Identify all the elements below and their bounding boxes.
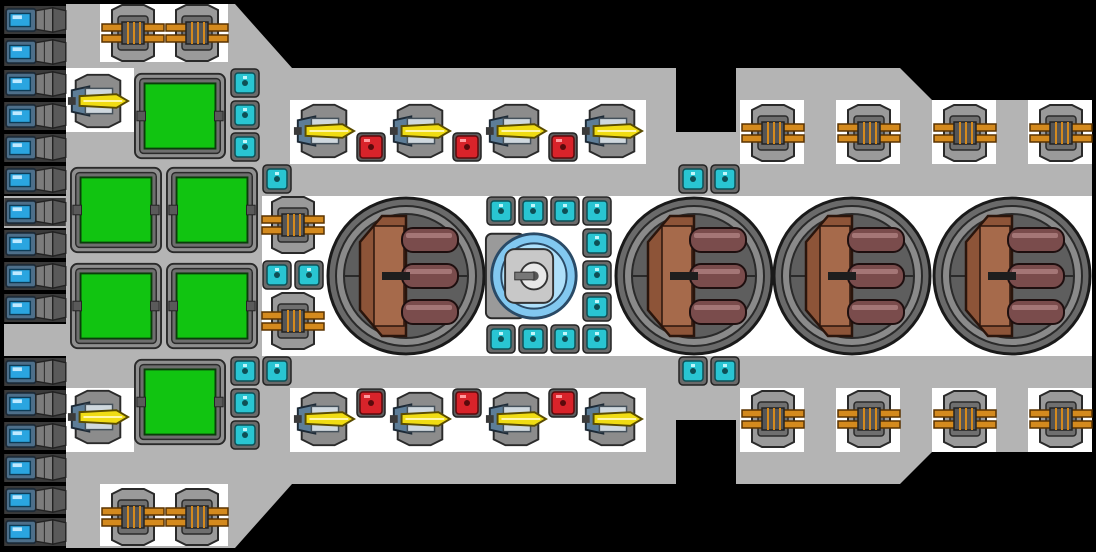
laser-cannon-icon: [580, 391, 644, 447]
battery-icon: [230, 132, 260, 162]
battery-icon: [230, 420, 260, 450]
railgun-icon: [933, 390, 997, 448]
battery-icon: [230, 100, 260, 130]
thruster-icon: [3, 166, 67, 194]
power-block-icon: [70, 262, 162, 350]
laser-cannon-icon: [292, 103, 356, 159]
conduit-icon: [452, 388, 482, 418]
reactor-core-icon: [484, 232, 578, 320]
railgun-icon: [165, 488, 229, 546]
thruster-icon: [3, 70, 67, 98]
battery-icon: [678, 356, 708, 386]
battery-icon: [582, 324, 612, 354]
laser-cannon-icon: [580, 103, 644, 159]
thruster-icon: [3, 454, 67, 482]
battery-icon: [582, 260, 612, 290]
laser-cannon-icon: [66, 73, 130, 129]
battery-icon: [230, 68, 260, 98]
battery-icon: [230, 388, 260, 418]
battery-icon: [294, 260, 324, 290]
laser-cannon-icon: [66, 389, 130, 445]
power-block-icon: [166, 166, 258, 254]
conduit-icon: [356, 388, 386, 418]
railgun-icon: [101, 4, 165, 62]
railgun-icon: [837, 104, 901, 162]
conduit-icon: [452, 132, 482, 162]
battery-icon: [486, 196, 516, 226]
triple-barrel-turret-icon: [614, 196, 774, 356]
battery-icon: [550, 324, 580, 354]
battery-icon: [518, 196, 548, 226]
battery-icon: [582, 196, 612, 226]
railgun-icon: [1029, 390, 1093, 448]
railgun-icon: [933, 104, 997, 162]
laser-cannon-icon: [292, 391, 356, 447]
thruster-icon: [3, 102, 67, 130]
thruster-icon: [3, 358, 67, 386]
triple-barrel-turret-icon: [326, 196, 486, 356]
laser-cannon-icon: [388, 103, 452, 159]
thruster-icon: [3, 134, 67, 162]
thruster-icon: [3, 262, 67, 290]
railgun-icon: [101, 488, 165, 546]
thruster-icon: [3, 230, 67, 258]
battery-icon: [262, 356, 292, 386]
battery-icon: [678, 164, 708, 194]
thruster-icon: [3, 6, 67, 34]
power-block-icon: [166, 262, 258, 350]
thruster-icon: [3, 38, 67, 66]
power-block-icon: [70, 166, 162, 254]
battery-icon: [262, 164, 292, 194]
power-block-icon: [134, 72, 226, 160]
railgun-icon: [837, 390, 901, 448]
battery-icon: [582, 228, 612, 258]
thruster-icon: [3, 390, 67, 418]
battery-icon: [230, 356, 260, 386]
conduit-icon: [548, 132, 578, 162]
railgun-icon: [1029, 104, 1093, 162]
triple-barrel-turret-icon: [932, 196, 1092, 356]
laser-cannon-icon: [484, 391, 548, 447]
battery-icon: [262, 260, 292, 290]
battery-icon: [582, 292, 612, 322]
thruster-icon: [3, 198, 67, 226]
thruster-icon: [3, 518, 67, 546]
conduit-icon: [548, 388, 578, 418]
conduit-icon: [356, 132, 386, 162]
battery-icon: [710, 356, 740, 386]
thruster-icon: [3, 294, 67, 322]
railgun-icon: [741, 390, 805, 448]
railgun-icon: [261, 196, 325, 254]
triple-barrel-turret-icon: [772, 196, 932, 356]
battery-icon: [550, 196, 580, 226]
laser-cannon-icon: [388, 391, 452, 447]
railgun-icon: [165, 4, 229, 62]
battery-icon: [710, 164, 740, 194]
railgun-icon: [741, 104, 805, 162]
power-block-icon: [134, 358, 226, 446]
battery-icon: [486, 324, 516, 354]
battery-icon: [518, 324, 548, 354]
thruster-icon: [3, 422, 67, 450]
laser-cannon-icon: [484, 103, 548, 159]
thruster-icon: [3, 486, 67, 514]
railgun-icon: [261, 292, 325, 350]
